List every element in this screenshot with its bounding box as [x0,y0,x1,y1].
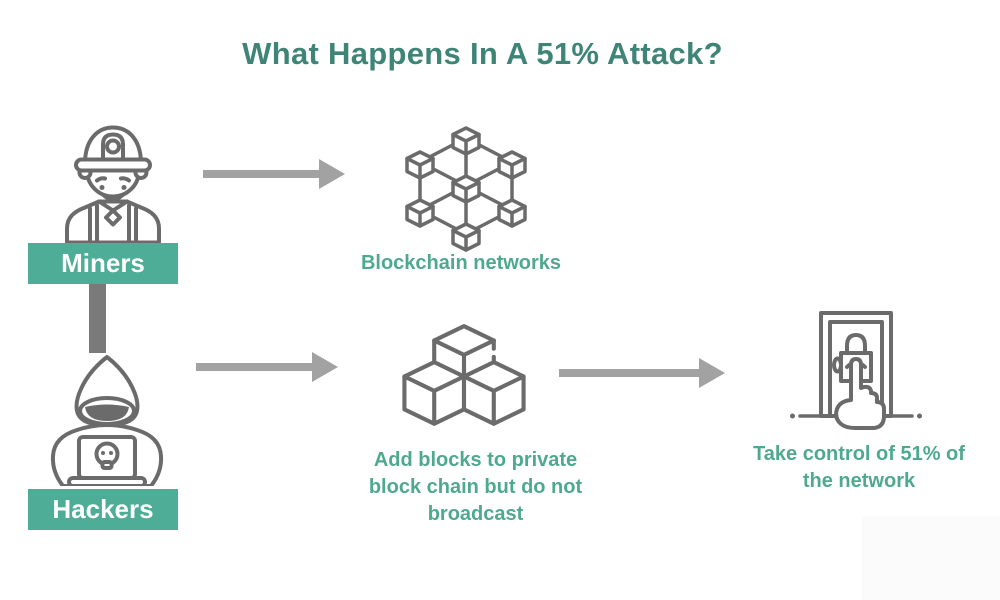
miner-icon [65,125,161,243]
miners-label: Miners [61,248,145,278]
arrow-shaft [196,363,312,371]
door-lock-press-icon [790,311,922,430]
miners-hackers-connector [89,284,106,353]
arrow-head [312,352,338,382]
arrow-hackers-to-private-blocks [196,352,338,382]
corner-shade [862,516,1000,600]
arrow-shaft [203,170,319,178]
cube-stack-icon [402,324,526,426]
arrow-private-blocks-to-take-control [559,358,725,388]
private-blocks-label: Add blocks to private block chain but do… [368,449,583,525]
arrow-head [699,358,725,388]
arrow-head [319,159,345,189]
take-control-label: Take control of 51% of the network [753,443,965,492]
hacker-icon [50,355,164,486]
blockchain-network-icon [405,126,527,252]
arrow-miners-to-blockchain [203,159,345,189]
hackers-label-banner: Hackers [28,489,178,530]
blockchain-networks-label: Blockchain networks [360,252,562,274]
arrow-shaft [559,369,699,377]
miners-label-banner: Miners [28,243,178,284]
hackers-label: Hackers [52,494,154,524]
page-title: What Happens In A 51% Attack? [242,36,723,71]
